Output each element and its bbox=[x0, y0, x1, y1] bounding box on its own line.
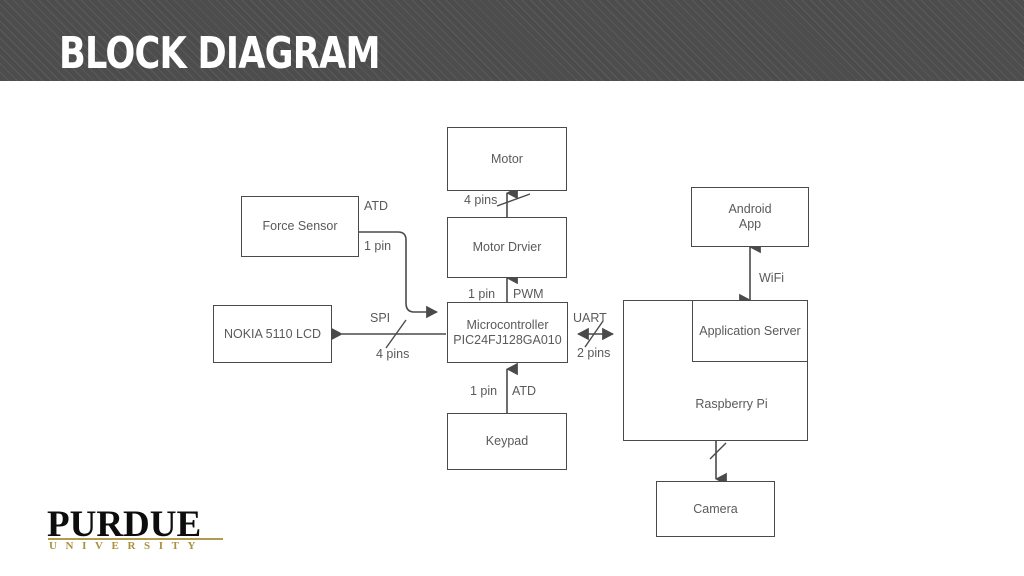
block-microcontroller-label-line2: PIC24FJ128GA010 bbox=[453, 332, 562, 347]
purdue-gold-rule bbox=[48, 538, 223, 540]
label-pwm-protocol: PWM bbox=[513, 287, 544, 301]
bus-slash-pi-to-camera bbox=[709, 442, 727, 460]
block-application-server-label: Application Server bbox=[699, 323, 801, 338]
label-uart-bus: 2 pins bbox=[577, 346, 611, 360]
block-android-app-label-line2: App bbox=[738, 217, 762, 231]
label-spi-bus: 4 pins bbox=[376, 347, 410, 361]
label-sensor-protocol: ATD bbox=[364, 199, 389, 213]
block-motor-driver-label: Motor Drvier bbox=[472, 240, 542, 254]
label-driver-motor-bus: 4 pins bbox=[464, 193, 498, 207]
block-keypad[interactable]: Keypad bbox=[447, 413, 567, 470]
purdue-logo: PURDUE UNIVERSITY bbox=[47, 508, 223, 552]
block-android-app[interactable]: Android App bbox=[691, 187, 809, 247]
label-pwm-bus: 1 pin bbox=[468, 287, 496, 301]
block-android-app-label-line1: Android bbox=[728, 202, 772, 216]
block-microcontroller[interactable]: Microcontroller PIC24FJ128GA010 bbox=[447, 302, 568, 363]
block-nokia-lcd-label: NOKIA 5110 LCD bbox=[223, 326, 322, 341]
bus-slash-mcu-to-pi bbox=[584, 320, 604, 348]
block-microcontroller-label-line1: Microcontroller bbox=[466, 317, 549, 332]
block-application-server[interactable]: Application Server bbox=[692, 300, 808, 362]
block-force-sensor-label: Force Sensor bbox=[262, 219, 338, 233]
block-motor-label: Motor bbox=[491, 151, 523, 166]
label-spi-protocol: SPI bbox=[370, 311, 391, 325]
block-nokia-lcd[interactable]: NOKIA 5110 LCD bbox=[213, 305, 332, 363]
label-wifi-protocol: WiFi bbox=[759, 271, 784, 285]
label-sensor-bus: 1 pin bbox=[364, 239, 392, 253]
label-uart-protocol: UART bbox=[573, 311, 607, 325]
purdue-university-subtitle: UNIVERSITY bbox=[49, 540, 205, 552]
block-camera-label: Camera bbox=[693, 501, 738, 516]
label-keypad-protocol: ATD bbox=[512, 384, 537, 398]
diagram-connectors bbox=[331, 186, 761, 486]
block-camera[interactable]: Camera bbox=[656, 481, 775, 537]
block-motor-driver[interactable]: Motor Drvier bbox=[447, 217, 567, 278]
label-keypad-bus: 1 pin bbox=[470, 384, 498, 398]
edge-sensor-to-mcu bbox=[359, 231, 438, 319]
bus-slash-driver-to-motor bbox=[496, 193, 531, 207]
slide-header-band: BLOCK DIAGRAM bbox=[0, 0, 1024, 81]
block-raspberry-pi-label: Raspberry Pi bbox=[695, 397, 768, 411]
block-motor[interactable]: Motor bbox=[447, 127, 567, 191]
block-force-sensor[interactable]: Force Sensor bbox=[241, 196, 359, 257]
bus-slash-mcu-to-lcd bbox=[385, 319, 407, 349]
block-diagram-canvas: Motor Motor Drvier Force Sensor NOKIA 51… bbox=[0, 81, 1024, 576]
block-keypad-label: Keypad bbox=[485, 434, 529, 448]
purdue-wordmark: PURDUE bbox=[47, 508, 202, 545]
page-title: BLOCK DIAGRAM bbox=[59, 28, 381, 79]
